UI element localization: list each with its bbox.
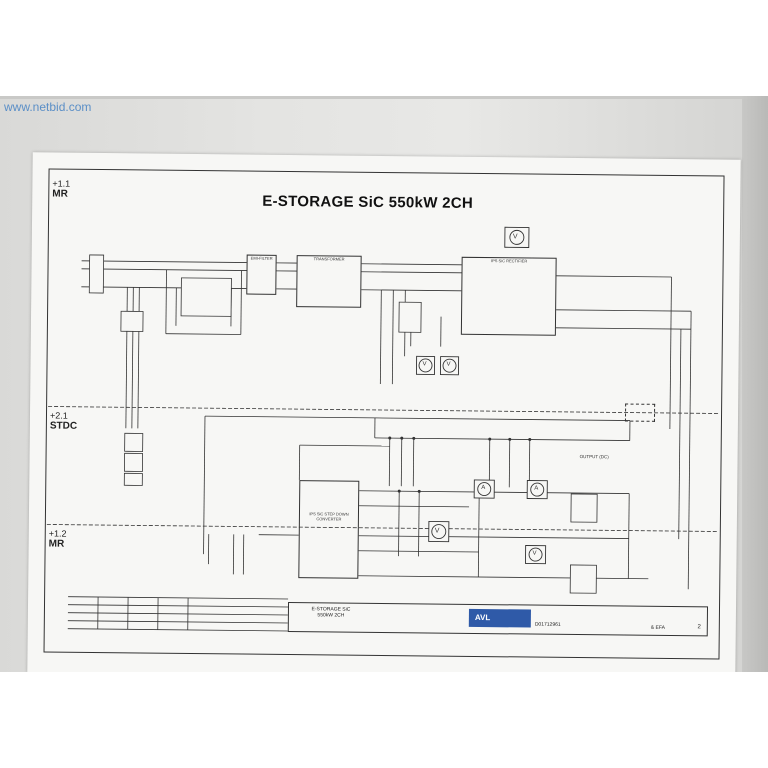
title-block: E-STORAGE SiC 550kW 2CH AVL D01712961 & … xyxy=(287,602,709,637)
voltmeter-label: V xyxy=(532,550,537,557)
ammeter-label: A xyxy=(534,485,539,492)
ammeter-label: A xyxy=(481,485,486,492)
schematic-sheet: +1.1 MR +2.1 STDC +1.2 MR E-STORAGE SiC … xyxy=(27,152,741,672)
meter-symbols xyxy=(415,226,548,565)
voltmeter-label: V xyxy=(512,233,518,241)
voltmeter-label: V xyxy=(434,527,440,535)
document-number: D01712961 xyxy=(534,621,561,628)
avl-logo: AVL xyxy=(468,608,531,628)
cabinet-side-edge xyxy=(742,96,768,672)
voltmeter-label: V xyxy=(446,361,451,368)
wiring-lines xyxy=(46,254,721,632)
cabinet-top-edge xyxy=(0,96,768,99)
voltmeter-label: V xyxy=(422,361,427,368)
drawn-by: & EFA xyxy=(650,624,666,631)
title-block-name: E-STORAGE SiC 550kW 2CH xyxy=(311,606,351,619)
photo-background: www.netbid.com xyxy=(0,96,768,672)
page-number: 2 xyxy=(697,624,701,631)
watermark: www.netbid.com xyxy=(4,100,92,114)
